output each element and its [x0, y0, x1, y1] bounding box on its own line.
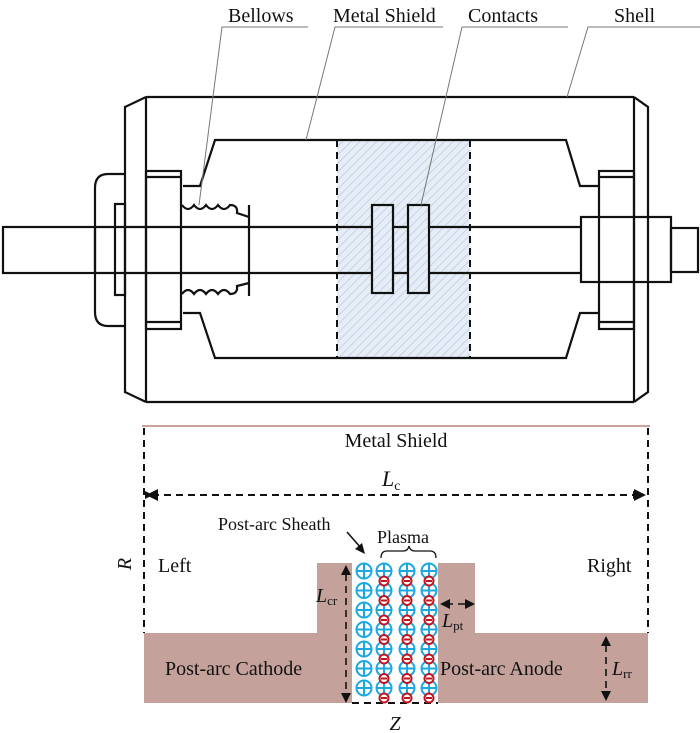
plasma-electron: [401, 595, 413, 606]
particles: [355, 562, 438, 704]
right-flange-block: [597, 169, 636, 331]
right-label: Right: [587, 555, 632, 577]
post-arc-sheath-label: Post-arc Sheath: [218, 514, 330, 534]
sheath-ion: [355, 679, 373, 697]
plasma-electron: [401, 692, 413, 704]
plasma-electron: [423, 634, 435, 645]
plasma-label: Plasma: [377, 527, 429, 547]
plasma-electron: [378, 653, 390, 665]
post-arc-anode: [438, 563, 648, 703]
plasma-electron: [378, 634, 390, 645]
lpt-label: Lpt: [441, 610, 464, 633]
post-arc-model: Metal Shield Lc R Left Right Post-arc Ca…: [114, 425, 650, 733]
left-label: Left: [158, 555, 192, 577]
plasma-electron: [423, 595, 435, 606]
plasma-electron: [378, 673, 390, 684]
lc-arrow-left-head: [146, 489, 158, 501]
contacts-label: Contacts: [468, 5, 538, 27]
left-flange-block: [144, 169, 183, 331]
right-nut: [579, 215, 673, 284]
contact-right: [406, 203, 431, 295]
lrr-label: Lrr: [611, 658, 632, 681]
plasma-brace: [380, 545, 437, 559]
plasma-electron: [423, 692, 435, 704]
sheath-ion: [355, 601, 373, 619]
sheath-ion: [355, 640, 373, 658]
plasma-electron: [401, 673, 413, 684]
plasma-electron: [423, 614, 435, 626]
sheath-pointer-head: [355, 543, 365, 554]
plasma-electron: [378, 595, 390, 606]
z-axis-label: Z: [389, 713, 401, 733]
sheath-pointer-arrow: [346, 531, 362, 549]
plasma-electron: [401, 634, 413, 645]
anode-label: Post-arc Anode: [440, 658, 563, 680]
lrr-arrow-top-head: [601, 636, 611, 646]
plasma-electron: [401, 614, 413, 626]
shell-leader: [566, 26, 700, 98]
contact-left: [370, 203, 395, 295]
vacuum-interrupter-structure: Bellows Metal Shield Contacts Shell: [1, 5, 700, 404]
plasma-electron: [423, 673, 435, 684]
metal-shield-title: Metal Shield: [345, 430, 448, 452]
plasma-electron: [378, 575, 390, 587]
sheath-ion: [355, 621, 373, 638]
lcr-arrow-bottom-head: [341, 693, 351, 703]
metal-shield-label: Metal Shield: [333, 5, 436, 27]
plasma-electron: [401, 653, 413, 665]
metal-shield-outline: [183, 138, 599, 360]
bellows-leader: [198, 26, 308, 206]
radius-label: R: [114, 558, 136, 571]
contacts-leader: [420, 26, 568, 206]
lc-label: Lc: [381, 466, 400, 494]
left-end-plate: [113, 202, 127, 297]
plasma-electron: [378, 614, 390, 626]
bellows-label: Bellows: [228, 5, 294, 27]
lcr-label: Lcr: [315, 585, 338, 608]
plasma-electron: [378, 692, 390, 704]
left-end-cap: [93, 172, 125, 328]
plasma-electron: [423, 575, 435, 587]
sheath-ion: [355, 660, 373, 677]
cathode-label: Post-arc Cathode: [165, 658, 302, 680]
left-shaft-stub: [1, 225, 97, 275]
sheath-ion: [355, 562, 373, 580]
shield-hatched-region: [337, 140, 470, 358]
post-arc-cathode: [144, 563, 352, 703]
right-shaft-stub: [669, 226, 700, 274]
shell-outline: [146, 95, 634, 404]
shell-left-flange: [123, 96, 148, 403]
bellows: [181, 203, 251, 296]
shell-label: Shell: [614, 5, 656, 27]
plasma-electron: [401, 575, 413, 587]
plasma-electron: [423, 653, 435, 665]
plasma-ion: [398, 562, 416, 580]
lpt-arrow-right-head: [465, 599, 475, 609]
lcr-arrow-top-head: [341, 565, 351, 575]
sheath-ion: [355, 582, 373, 599]
lc-arrow-right-head: [634, 489, 646, 501]
shell-right-flange: [632, 96, 650, 403]
lpt-arrow-left-head: [440, 599, 450, 609]
metal-shield-leader: [305, 26, 443, 141]
lrr-arrow-bottom-head: [601, 691, 611, 701]
